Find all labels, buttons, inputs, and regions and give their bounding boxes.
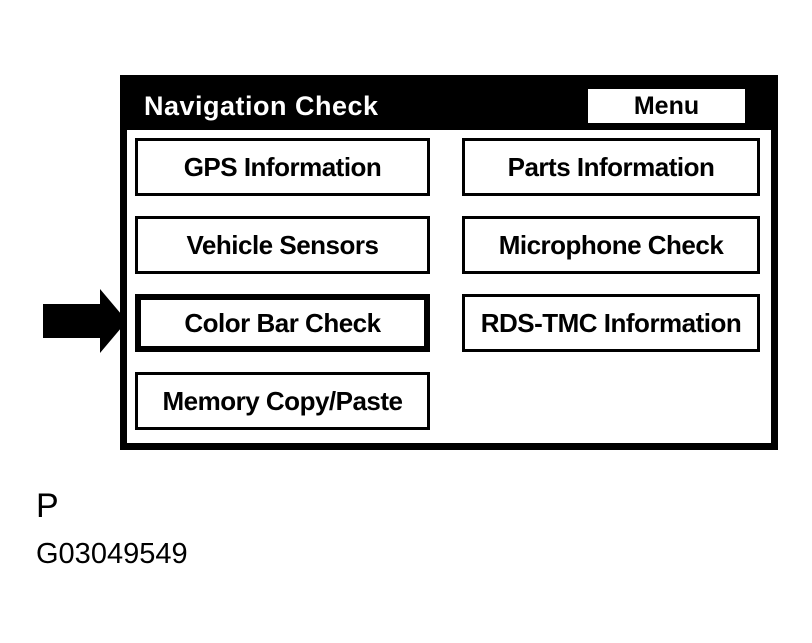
diagnostic-button-grid: GPS Information Parts Information Vehicl… <box>135 138 771 430</box>
menu-button[interactable]: Menu <box>588 89 745 123</box>
memory-copy-paste-button[interactable]: Memory Copy/Paste <box>135 372 430 430</box>
rds-tmc-information-button[interactable]: RDS-TMC Information <box>462 294 760 352</box>
caption-letter: P <box>36 487 59 525</box>
title-bar: Navigation Check Menu <box>127 82 771 130</box>
color-bar-check-button[interactable]: Color Bar Check <box>135 294 430 352</box>
page-title: Navigation Check <box>144 90 379 121</box>
gps-information-button[interactable]: GPS Information <box>135 138 430 196</box>
arrow-right-icon <box>43 289 127 353</box>
figure-code: G03049549 <box>36 538 188 570</box>
microphone-check-button[interactable]: Microphone Check <box>462 216 760 274</box>
parts-information-button[interactable]: Parts Information <box>462 138 760 196</box>
navigation-check-screen: Navigation Check Menu GPS Information Pa… <box>120 75 778 450</box>
vehicle-sensors-button[interactable]: Vehicle Sensors <box>135 216 430 274</box>
